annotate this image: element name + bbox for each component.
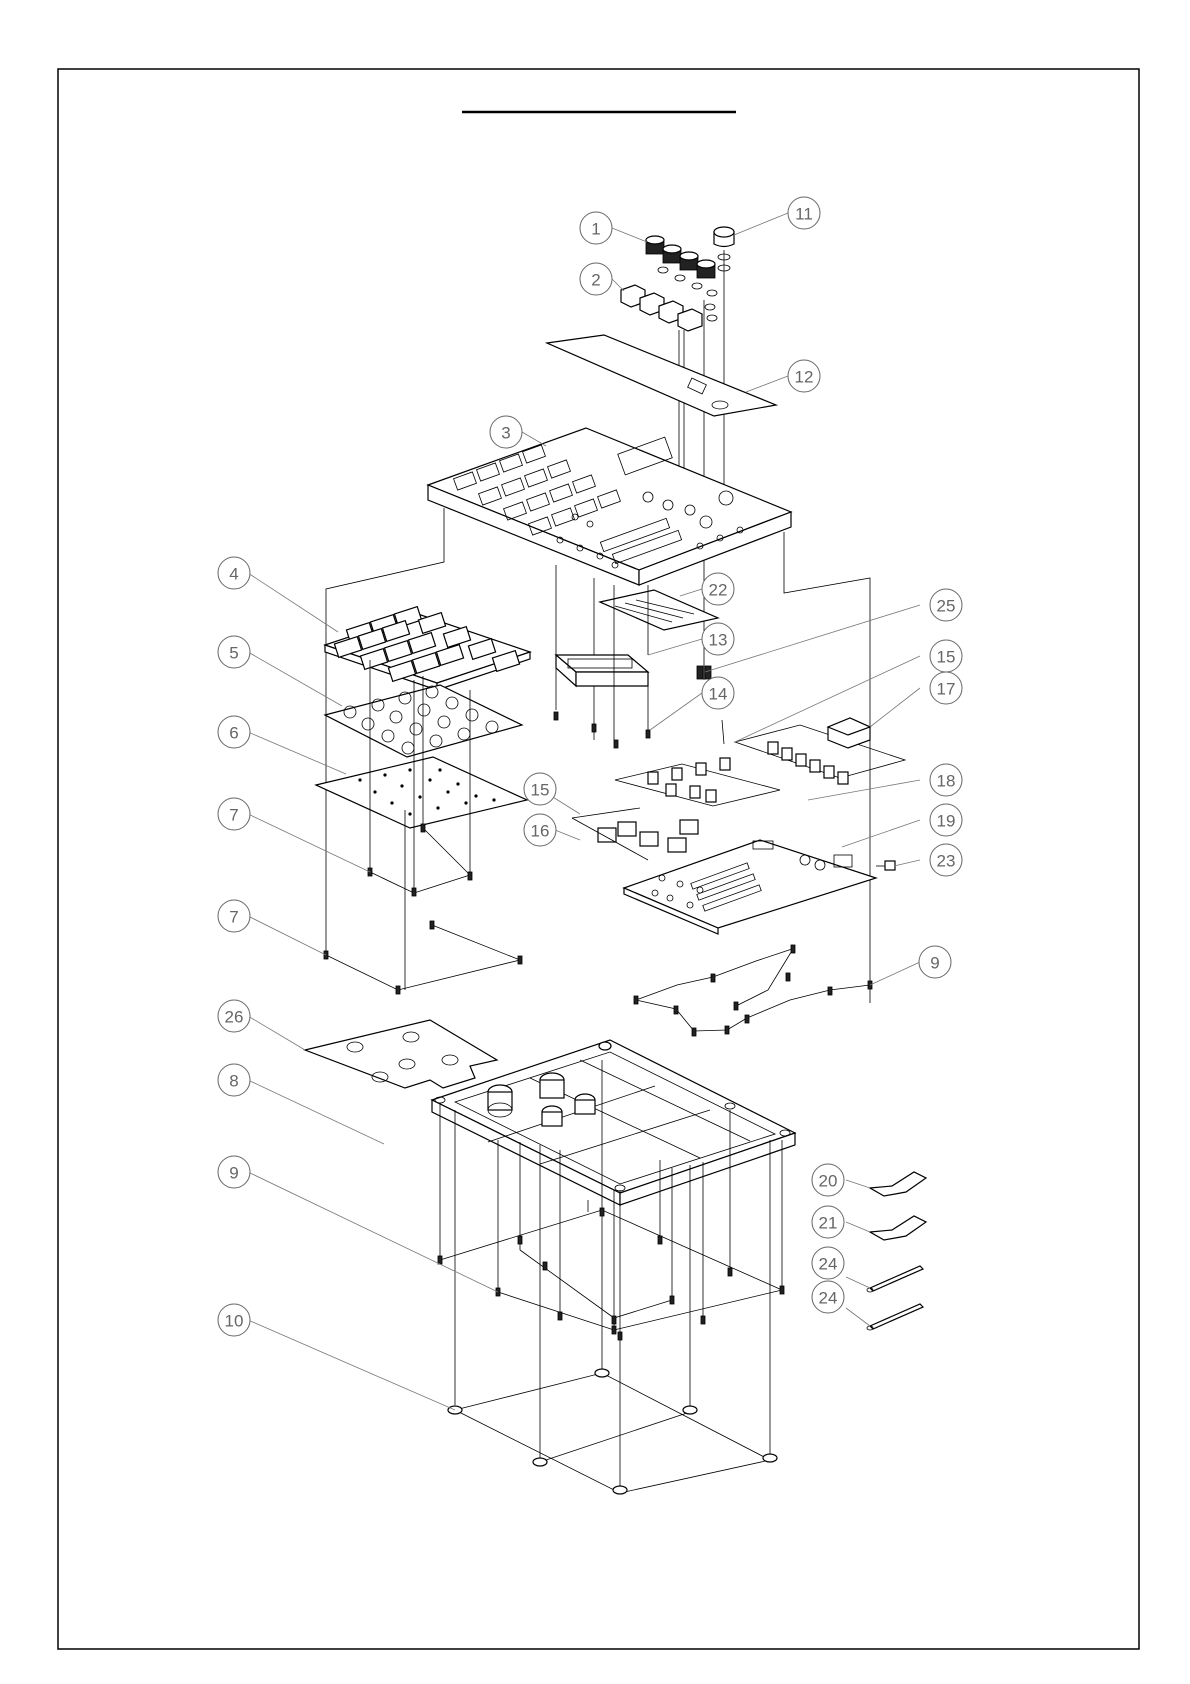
label-panel (547, 335, 776, 416)
callout-number: 7 (229, 908, 238, 927)
callout-23: 23 (930, 844, 962, 876)
case-screws (438, 1208, 784, 1340)
large-switch (828, 718, 870, 748)
callout-number: 8 (229, 1072, 238, 1091)
callout-number: 9 (229, 1164, 238, 1183)
callout-number: 24 (819, 1289, 838, 1308)
drawing-border (58, 69, 1139, 1649)
rubber-feet (448, 1369, 777, 1494)
callout-14: 14 (702, 677, 734, 709)
callout-12: 12 (788, 360, 820, 392)
callout-1: 1 (580, 212, 612, 244)
callout-number: 11 (795, 205, 813, 224)
top-case (428, 428, 791, 585)
callout-number: 15 (531, 781, 550, 800)
callout-number: 10 (225, 1312, 244, 1331)
frame-screws (324, 921, 522, 994)
callout-24: 24 (812, 1281, 844, 1313)
pad-screws (368, 824, 472, 896)
callout-9: 9 (218, 1156, 250, 1188)
display-window (600, 590, 718, 630)
pad-circuit-sheet (325, 685, 522, 757)
callout-number: 5 (229, 644, 238, 663)
callout-number: 17 (937, 680, 956, 699)
callout-2: 2 (580, 263, 612, 295)
jack-connector (876, 861, 895, 870)
callout-9: 9 (919, 946, 951, 978)
callout-8: 8 (218, 1064, 250, 1096)
callout-number: 15 (937, 648, 956, 667)
callout-10: 10 (218, 1304, 250, 1336)
callout-22: 22 (702, 573, 734, 605)
pad-board (316, 757, 527, 828)
callout-15: 15 (930, 640, 962, 672)
insulation-sheet (305, 1020, 497, 1088)
callout-number: 3 (501, 424, 510, 443)
callout-number: 19 (937, 812, 956, 831)
callout-number: 18 (937, 772, 956, 791)
button-caps (598, 820, 698, 852)
callout-number: 22 (709, 581, 728, 600)
callout-7: 7 (218, 900, 250, 932)
callout-11: 11 (788, 197, 820, 229)
callout-6: 6 (218, 716, 250, 748)
callout-4: 4 (218, 557, 250, 589)
callout-number: 14 (709, 685, 728, 704)
callout-number: 24 (819, 1255, 838, 1274)
fader-caps (621, 285, 702, 331)
callout-13: 13 (702, 623, 734, 655)
callout-number: 6 (229, 724, 238, 743)
cable-ties (867, 1266, 923, 1330)
callout-number: 1 (591, 220, 600, 239)
callout-17: 17 (930, 672, 962, 704)
callout-16: 16 (524, 814, 556, 846)
callout-18: 18 (930, 764, 962, 796)
callout-19: 19 (930, 804, 962, 836)
callout-15: 15 (524, 773, 556, 805)
callout-number: 4 (229, 565, 238, 584)
callout-number: 26 (225, 1008, 244, 1027)
callout-number: 12 (795, 368, 814, 387)
callout-number: 9 (930, 954, 939, 973)
flat-cable-2 (870, 1216, 926, 1240)
callout-25: 25 (930, 589, 962, 621)
callout-20: 20 (812, 1164, 844, 1196)
lcd-module (554, 655, 650, 748)
callout-7: 7 (218, 798, 250, 830)
callout-number: 23 (937, 852, 956, 871)
callout-26: 26 (218, 1000, 250, 1032)
callout-24: 24 (812, 1247, 844, 1279)
flat-cable-1 (870, 1172, 926, 1196)
callout-5: 5 (218, 636, 250, 668)
callout-number: 20 (819, 1172, 838, 1191)
callout-number: 16 (531, 822, 550, 841)
callout-number: 25 (937, 597, 956, 616)
callout-number: 7 (229, 806, 238, 825)
main-pcb (624, 840, 876, 934)
callout-number: 2 (591, 271, 600, 290)
lcd-assembly-lines (556, 565, 648, 740)
bottom-case (432, 1040, 795, 1205)
drum-pads (325, 607, 530, 690)
callout-number: 21 (819, 1214, 838, 1233)
pcb-screws (634, 945, 872, 1036)
callout-3: 3 (490, 416, 522, 448)
callout-21: 21 (812, 1206, 844, 1238)
callout-number: 13 (709, 631, 728, 650)
